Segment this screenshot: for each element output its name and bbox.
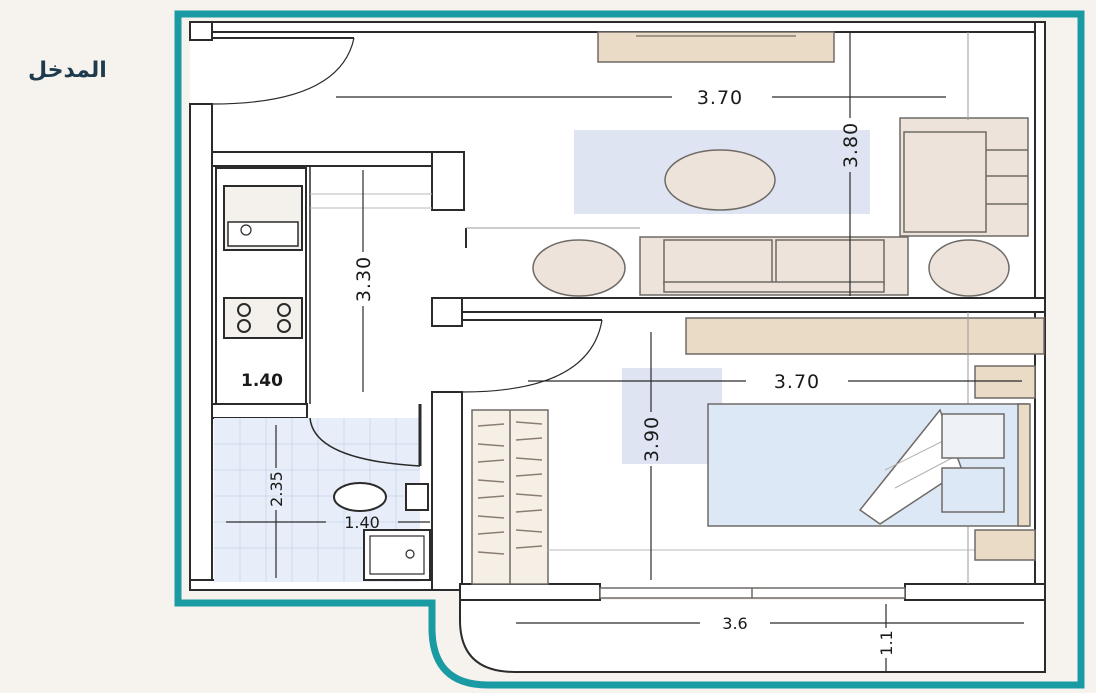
sink <box>363 529 431 581</box>
side-sofa <box>899 117 1029 237</box>
entrance-label: المدخل <box>28 58 107 83</box>
dim-living-width: 3.70 <box>697 87 743 109</box>
desk <box>685 317 1045 355</box>
bedroom-door <box>461 319 603 393</box>
bath-door-swing <box>309 417 421 467</box>
dim-living-depth: 3.80 <box>840 122 862 168</box>
wardrobe-hangers <box>477 421 543 555</box>
balcony-door <box>599 587 906 599</box>
walls <box>189 21 1046 673</box>
tv-unit <box>597 31 835 63</box>
dim-bath-width: 1.40 <box>344 513 380 532</box>
floor-balcony <box>460 600 1045 672</box>
apartment-outline <box>174 10 1085 689</box>
bed <box>707 403 1031 527</box>
sofa <box>639 236 909 296</box>
dim-balcony-width: 3.6 <box>722 614 747 633</box>
side-table-left <box>532 239 626 297</box>
kitchen-counter <box>215 167 307 405</box>
coffee-table <box>664 149 776 211</box>
dim-bath-depth: 2.35 <box>267 471 286 507</box>
dim-bedroom-depth: 3.90 <box>641 416 663 462</box>
dim-balcony-depth: 1.1 <box>877 630 896 655</box>
toilet <box>333 482 429 512</box>
dim-bedroom-width: 3.70 <box>774 371 820 393</box>
bedroom-rug <box>622 368 722 464</box>
cooktop <box>237 303 291 333</box>
nightstand-top <box>974 365 1036 399</box>
dim-corridor: 3.30 <box>353 256 375 302</box>
entrance-door <box>211 37 355 105</box>
dimension-lines <box>226 32 1024 672</box>
nightstand-bottom <box>974 529 1036 561</box>
side-table-right <box>928 239 1010 297</box>
dim-kitchen-width: 1.40 <box>241 371 283 391</box>
